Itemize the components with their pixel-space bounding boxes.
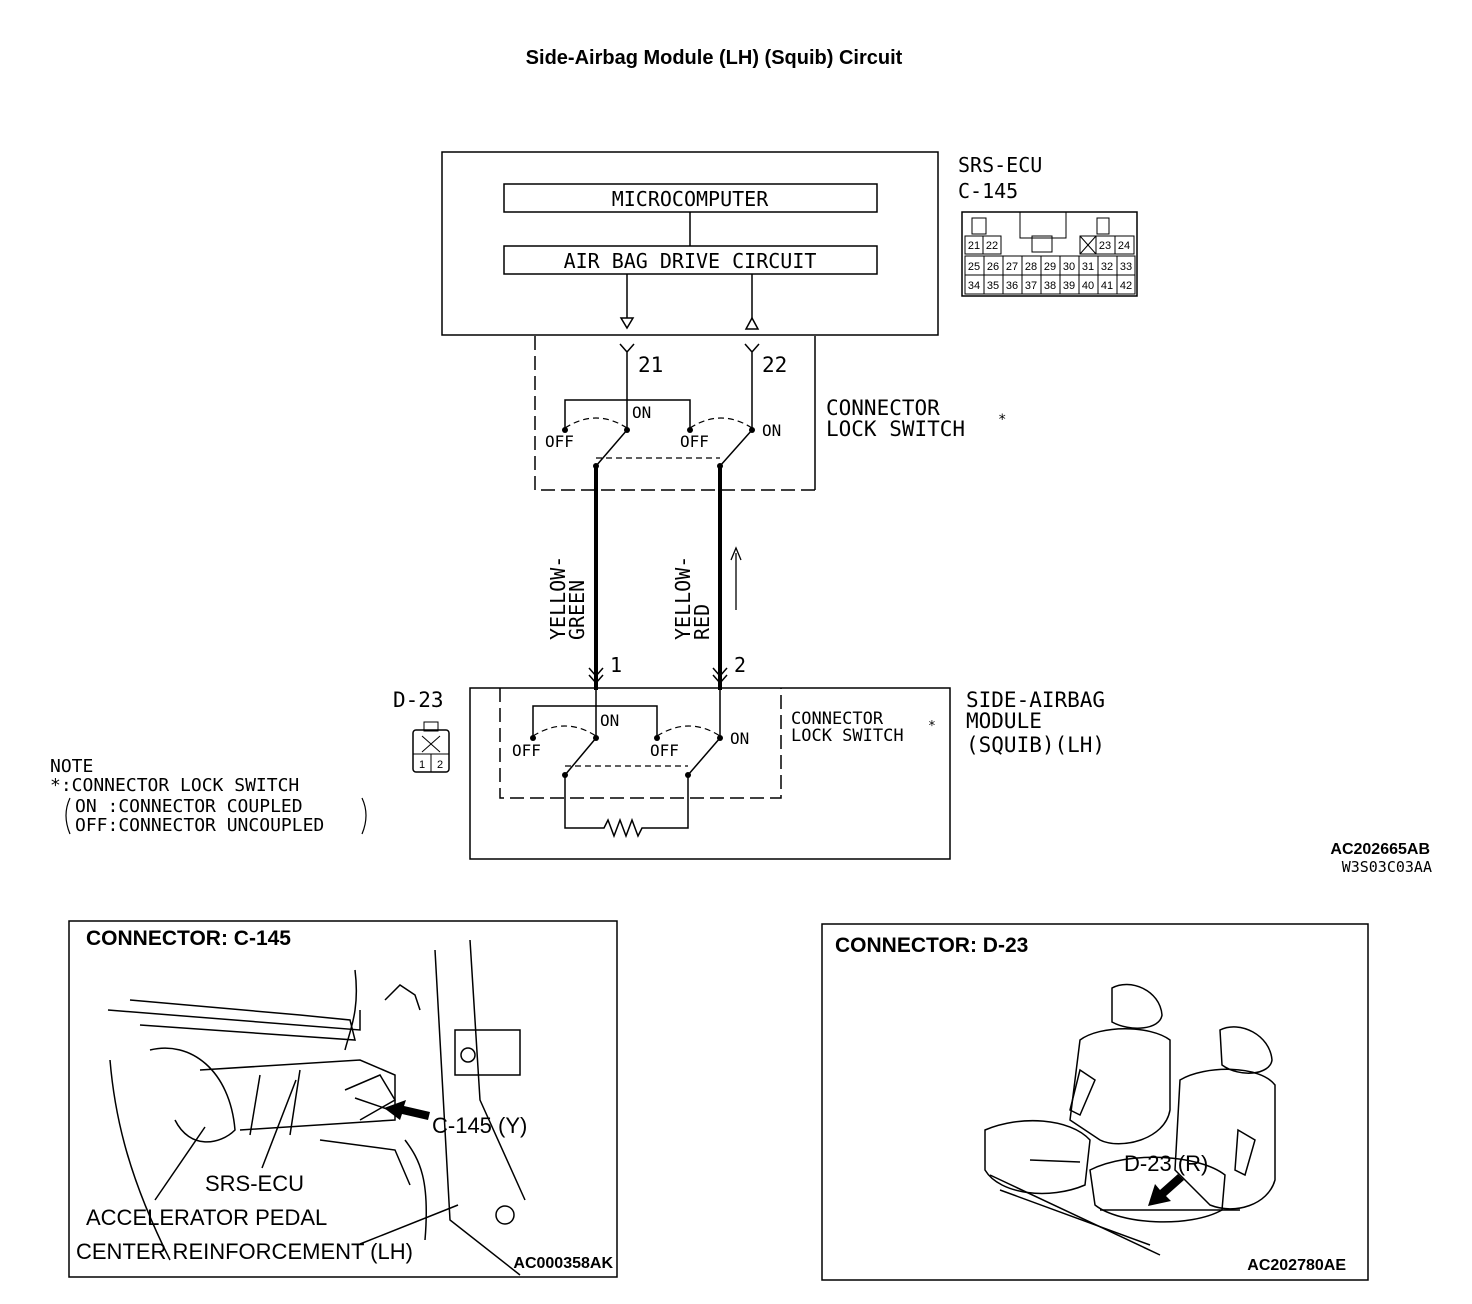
- callout-connector: D-23 (R): [1124, 1151, 1208, 1176]
- connector-d23-panel: CONNECTOR: D-23 D-23 (R) AC202780AE: [821, 923, 1369, 1281]
- c145-pin: 31: [1082, 261, 1094, 273]
- wire-color-label: YELLOW-: [671, 556, 695, 640]
- module-name-line3: (SQUIB)(LH): [966, 733, 1105, 757]
- asterisk-mark: *: [928, 719, 936, 734]
- diagram-code: W3S03C03AA: [1342, 858, 1432, 876]
- asterisk-mark: *: [998, 412, 1006, 428]
- d23-pin: 2: [437, 759, 443, 771]
- page-title: Side-Airbag Module (LH) (Squib) Circuit: [526, 47, 903, 69]
- note-block: NOTE *:CONNECTOR LOCK SWITCH ON :CONNECT…: [50, 756, 367, 836]
- switch-on-label: ON: [600, 711, 619, 730]
- c145-pin: 42: [1120, 280, 1132, 292]
- panel-title: CONNECTOR: C-145: [86, 927, 291, 950]
- lock-switch-label-line1: CONNECTOR: [791, 709, 884, 729]
- switch-on-label: ON: [730, 729, 749, 748]
- note-line: OFF:CONNECTOR UNCOUPLED: [75, 815, 324, 836]
- leader-line: [359, 1204, 459, 1245]
- c145-pin: 37: [1025, 280, 1037, 292]
- switch-off-label: OFF: [512, 741, 541, 760]
- drive-circuit-label: AIR BAG DRIVE CIRCUIT: [564, 249, 817, 273]
- c145-pin: 33: [1120, 261, 1132, 273]
- c145-pin: 36: [1006, 280, 1018, 292]
- c145-pin: 32: [1101, 261, 1113, 273]
- c145-pin: 38: [1044, 280, 1056, 292]
- wire-pin-1: 1: [610, 653, 622, 677]
- switch-on-label: ON: [632, 403, 651, 422]
- srs-ecu-block: MICROCOMPUTER AIR BAG DRIVE CIRCUIT: [441, 151, 939, 336]
- output-arrow-down-icon: [619, 317, 635, 330]
- diagram-code: AC202665AB: [1330, 841, 1430, 858]
- d23-pin: 1: [419, 759, 425, 771]
- pin-terminal-icon: [744, 343, 760, 374]
- c145-pin: 23: [1099, 240, 1111, 252]
- c145-pin: 22: [986, 240, 998, 252]
- switch-on-label: ON: [762, 421, 781, 440]
- wire-color-label: YELLOW-: [546, 556, 570, 640]
- c145-pin: 27: [1006, 261, 1018, 273]
- c145-pin: 26: [987, 261, 999, 273]
- c145-connector-face: 21 22 23 24 25 26 27 28 29 30 31 32: [961, 211, 1138, 297]
- ecu-pin-22: 22: [762, 353, 787, 377]
- microcomputer-label: MICROCOMPUTER: [612, 187, 769, 211]
- callout-connector: C-145 (Y): [432, 1113, 527, 1138]
- wire-color-label: GREEN: [565, 580, 589, 640]
- label-center-reinforcement: CENTER REINFORCEMENT (LH): [76, 1239, 413, 1264]
- wire-pin-2: 2: [734, 653, 746, 677]
- c145-pin: 34: [968, 280, 980, 292]
- panel-code: AC000358AK: [513, 1255, 613, 1272]
- c145-pin: 28: [1025, 261, 1037, 273]
- lock-switch-label-line1: CONNECTOR: [826, 396, 940, 420]
- connector-pointer-arrow-icon: [1148, 1174, 1184, 1206]
- dashboard-illustration: [107, 939, 526, 1276]
- leader-line: [261, 1079, 297, 1169]
- lock-switch-label-line2: LOCK SWITCH: [791, 726, 904, 746]
- harness-wires: 1 2: [588, 466, 746, 690]
- squib-resistor-icon: [564, 775, 689, 839]
- pin-terminal-icon: [619, 343, 635, 374]
- switch-off-label: OFF: [680, 432, 709, 451]
- connector-c145-panel: CONNECTOR: C-145 C-145 (Y) SRS-ECU ACCEL…: [68, 920, 618, 1278]
- note-heading: NOTE: [50, 756, 93, 777]
- label-accelerator-pedal: ACCELERATOR PEDAL: [86, 1205, 327, 1230]
- switch-off-label: OFF: [650, 741, 679, 760]
- wire-color-label: RED: [690, 604, 714, 640]
- ecu-name: SRS-ECU: [958, 153, 1042, 177]
- connector-arrow-icon: [712, 667, 728, 685]
- c145-pin: 30: [1063, 261, 1075, 273]
- ecu-pin-21: 21: [638, 353, 663, 377]
- note-line: *:CONNECTOR LOCK SWITCH: [50, 775, 299, 796]
- c145-pin: 39: [1063, 280, 1075, 292]
- c145-pin: 21: [968, 240, 980, 252]
- d23-connector-face: 1 2: [412, 721, 450, 773]
- module-connector-id: D-23: [393, 688, 444, 712]
- panel-title: CONNECTOR: D-23: [835, 934, 1028, 957]
- label-srs-ecu: SRS-ECU: [205, 1171, 304, 1196]
- switch-off-label: OFF: [545, 432, 574, 451]
- lock-switch-label-line2: LOCK SWITCH: [826, 417, 965, 441]
- leader-line: [154, 1126, 206, 1201]
- ecu-connector-id: C-145: [958, 179, 1018, 203]
- input-arrow-up-icon: [744, 316, 760, 330]
- ecu-connector-lock-switch: 21 22 OFF ON OFF ON: [534, 336, 816, 491]
- module-name-line1: SIDE-AIRBAG: [966, 688, 1105, 712]
- c145-pin: 29: [1044, 261, 1056, 273]
- drive-circuit-box: [503, 245, 878, 275]
- c145-pin: 41: [1101, 280, 1113, 292]
- c145-pin: 25: [968, 261, 980, 273]
- module-name-line2: MODULE: [966, 709, 1042, 733]
- panel-code: AC202780AE: [1247, 1257, 1346, 1274]
- connector-arrow-icon: [588, 667, 604, 685]
- connector-pointer-arrow-icon: [384, 1100, 430, 1120]
- side-airbag-module-block: OFF ON OFF ON: [469, 687, 951, 860]
- c145-pin: 24: [1118, 240, 1130, 252]
- seat-illustration: [984, 983, 1276, 1256]
- c145-pin: 35: [987, 280, 999, 292]
- c145-pin: 40: [1082, 280, 1094, 292]
- note-line: ON :CONNECTOR COUPLED: [75, 796, 303, 817]
